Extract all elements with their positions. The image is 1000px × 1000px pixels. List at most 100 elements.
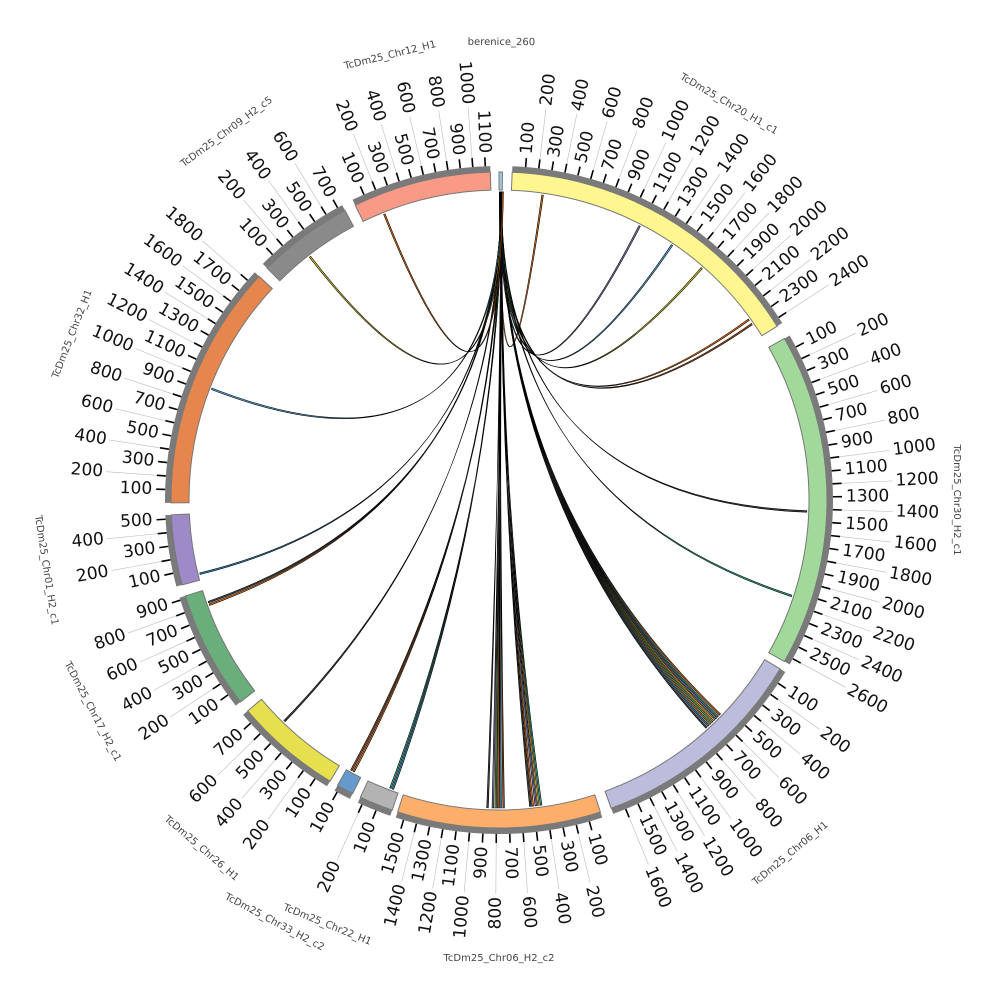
tick-leader xyxy=(106,533,158,540)
tick-label: 900 xyxy=(134,595,171,624)
link-ribbon[interactable] xyxy=(308,191,504,365)
link-ribbon[interactable] xyxy=(283,191,504,723)
link-ribbon[interactable] xyxy=(211,191,504,420)
tick-mark xyxy=(795,342,805,348)
tick-mark xyxy=(156,518,166,521)
ideogram-tcdm25-chr06-h2-c2[interactable] xyxy=(397,794,601,829)
link-ribbon[interactable] xyxy=(383,191,504,352)
ideogram-tcdm25-chr01-h2-c1[interactable] xyxy=(170,513,201,586)
chromosome-tcdm25-chr06-h1[interactable] xyxy=(604,658,781,809)
tick-mark xyxy=(158,460,168,464)
tick-band-tcdm25-chr30-h2-c1 xyxy=(784,335,834,665)
chromosome-tcdm25-chr20-h1-c1[interactable] xyxy=(510,171,778,337)
tick-label: 400 xyxy=(73,425,108,450)
link-ribbon[interactable] xyxy=(499,191,808,513)
link-ribbon[interactable] xyxy=(499,191,793,598)
tick-label: 1400 xyxy=(381,882,411,929)
tick-leader xyxy=(752,234,791,270)
link-ribbon[interactable] xyxy=(207,191,504,604)
tick-mark xyxy=(824,573,834,577)
tick-label: 1100 xyxy=(844,456,889,480)
tick-mark xyxy=(624,808,630,818)
tick-label: 1000 xyxy=(454,60,477,105)
link-ribbon[interactable] xyxy=(389,191,503,789)
chromosome-tcdm25-chr22-h1[interactable] xyxy=(359,780,399,811)
ideogram-tcdm25-chr33-h2-c2[interactable] xyxy=(336,769,362,795)
chromosome-tcdm25-chr01-h2-c1[interactable] xyxy=(170,513,201,586)
link-ribbon[interactable] xyxy=(500,191,532,807)
tick-leader xyxy=(800,662,846,688)
ideogram-tcdm25-chr20-h1-c1[interactable] xyxy=(510,171,778,337)
tick-band-tcdm25-chr22-h1 xyxy=(357,797,393,816)
ideogram-tcdm25-chr22-h1[interactable] xyxy=(359,780,399,811)
tick-mark xyxy=(383,176,388,186)
tick-label: 1800 xyxy=(161,203,207,247)
ideogram-tcdm25-chr12-h1[interactable] xyxy=(354,171,492,223)
tick-mark xyxy=(639,188,645,198)
ideogram-tcdm25-chr09-h2-c5[interactable] xyxy=(266,209,355,282)
ideogram-berenice-260[interactable] xyxy=(498,171,503,191)
chromosome-berenice-260[interactable] xyxy=(498,171,503,191)
tick-label: 300 xyxy=(169,671,207,705)
tick-label: 900 xyxy=(706,766,742,804)
link-ribbon[interactable] xyxy=(500,191,708,729)
tick-label: 1200 xyxy=(415,890,442,936)
tick-mark xyxy=(191,648,201,655)
link-ribbon[interactable] xyxy=(500,191,710,727)
ideogram-tcdm25-chr06-h1[interactable] xyxy=(604,658,781,809)
tick-leader xyxy=(337,812,359,860)
chromosome-label: TcDm25_Chr06_H2_c2 xyxy=(443,953,555,964)
tick-mark xyxy=(637,803,643,813)
chromosome-tcdm25-chr32-h1[interactable] xyxy=(170,275,273,504)
tick-mark xyxy=(683,777,691,786)
tick-label: 100 xyxy=(803,317,841,350)
chromosome-tcdm25-chr17-h2-c1[interactable] xyxy=(184,590,256,703)
tick-label: 700 xyxy=(598,136,627,173)
tick-mark xyxy=(171,599,181,604)
link-ribbon[interactable] xyxy=(350,191,504,772)
tick-leader xyxy=(819,361,868,380)
chromosome-tcdm25-chr06-h2-c2[interactable] xyxy=(397,794,601,829)
tick-mark xyxy=(159,545,169,549)
tick-label: 400 xyxy=(796,748,834,784)
tick-leader xyxy=(115,408,166,421)
ideogram-tcdm25-chr26-h1[interactable] xyxy=(247,698,341,782)
link-ribbon[interactable] xyxy=(499,191,721,716)
link-ribbon[interactable] xyxy=(499,191,641,356)
tick-mark xyxy=(753,714,762,722)
ideogram-tcdm25-chr32-h1[interactable] xyxy=(170,275,273,504)
link-ribbon[interactable] xyxy=(500,191,716,722)
tick-mark xyxy=(445,160,449,171)
tick-mark xyxy=(589,169,594,180)
chromosome-tcdm25-chr26-h1[interactable] xyxy=(247,698,341,782)
link-ribbon[interactable] xyxy=(500,191,718,720)
link-ribbon[interactable] xyxy=(391,191,503,790)
link-ribbon[interactable] xyxy=(499,191,544,347)
tick-mark xyxy=(159,446,170,450)
chromosome-label: TcDm25_Chr30_H2_c1 xyxy=(951,444,962,556)
tick-mark xyxy=(231,284,240,292)
link-ribbon[interactable] xyxy=(199,191,504,575)
tick-mark xyxy=(715,752,724,761)
ideogram-tcdm25-chr30-h2-c1[interactable] xyxy=(768,337,828,663)
tick-mark xyxy=(407,168,412,178)
chromosome-tcdm25-chr30-h2-c1[interactable] xyxy=(768,337,828,663)
link-ribbon[interactable] xyxy=(208,191,504,606)
tick-label: 800 xyxy=(87,358,124,387)
chromosome-tcdm25-chr33-h2-c2[interactable] xyxy=(336,769,362,795)
tick-mark xyxy=(832,521,842,525)
tick-leader xyxy=(839,450,890,458)
link-ribbon[interactable] xyxy=(500,191,714,724)
chromosome-tcdm25-chr09-h2-c5[interactable] xyxy=(266,209,355,282)
tick-leader xyxy=(722,760,756,800)
link-ribbon[interactable] xyxy=(499,191,753,389)
chromosome-tcdm25-chr12-h1[interactable] xyxy=(354,171,492,223)
tick-label: 500 xyxy=(390,131,418,168)
tick-label: 500 xyxy=(125,417,161,443)
tick-mark xyxy=(162,433,172,437)
link-ribbon[interactable] xyxy=(500,191,712,725)
tick-label: 1100 xyxy=(141,326,189,362)
ideogram-tcdm25-chr17-h2-c1[interactable] xyxy=(184,590,256,703)
tick-leader xyxy=(432,838,442,889)
tick-mark xyxy=(825,429,836,434)
